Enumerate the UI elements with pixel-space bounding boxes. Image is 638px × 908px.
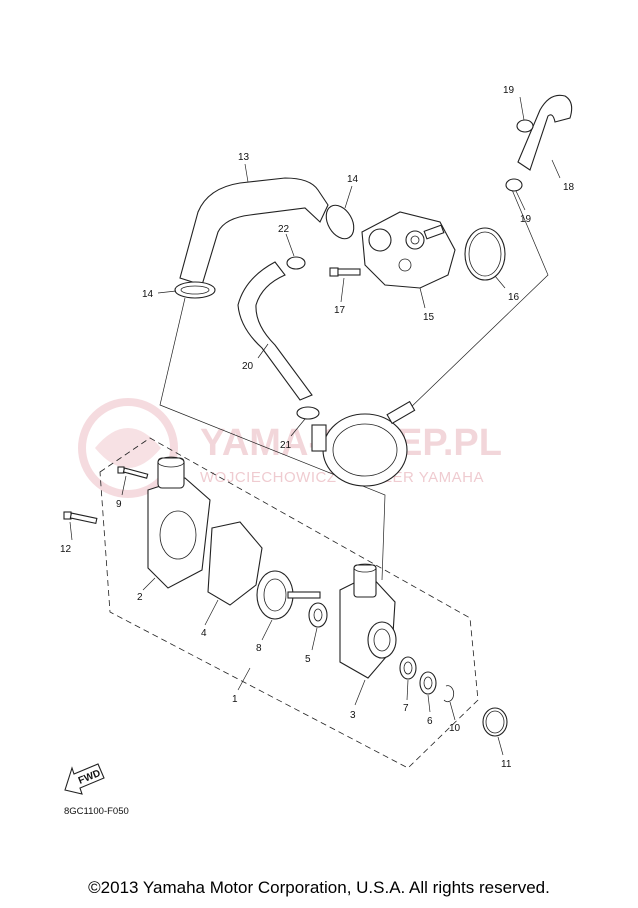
callout-21: 21 [280, 440, 292, 451]
callout-8: 8 [256, 643, 262, 654]
callout-22: 22 [278, 224, 290, 235]
callout-5: 5 [305, 654, 311, 665]
copyright-notice: ©2013 Yamaha Motor Corporation, U.S.A. A… [88, 878, 550, 897]
callout-14-left: 14 [142, 289, 154, 300]
callout-1: 1 [232, 694, 238, 705]
callout-7: 7 [403, 703, 409, 714]
callout-18: 18 [563, 182, 575, 193]
fwd-arrow-icon: FWD [64, 763, 105, 795]
clamp-22 [286, 256, 306, 270]
clamp-14-left [174, 281, 216, 299]
watermark: YAMA-SKLEP.PL WOJCIECHOWICZ - DEALER YAM… [78, 398, 502, 498]
bolt-9 [117, 466, 149, 479]
callout-11: 11 [501, 759, 512, 770]
clamp-19-upper [516, 119, 534, 133]
watermark-logo [78, 398, 178, 498]
pump-housing-3 [339, 563, 397, 679]
callout-6: 6 [427, 716, 433, 727]
bolt-12 [63, 511, 98, 524]
circlip-10 [443, 685, 455, 703]
callout-10: 10 [449, 723, 461, 734]
pump-cover-2 [147, 456, 211, 589]
bolt-17 [329, 267, 361, 277]
seal-5 [308, 602, 328, 628]
diagram-code: 8GC1100-F050 [64, 806, 129, 817]
gasket-4 [207, 521, 263, 606]
callout-19-upper: 19 [503, 85, 515, 96]
callout-20: 20 [242, 361, 254, 372]
bearing-7 [399, 656, 417, 680]
callout-17: 17 [334, 305, 346, 316]
callout-2: 2 [137, 592, 143, 603]
thermostat-cover [311, 400, 416, 487]
callout-3: 3 [350, 710, 356, 721]
leader-lines [69, 96, 561, 756]
callout-16: 16 [508, 292, 520, 303]
hose-20 [237, 261, 313, 401]
assembly-boundary [99, 437, 479, 769]
impeller-8 [256, 570, 321, 620]
callout-4: 4 [201, 628, 207, 639]
o-ring-11 [482, 707, 508, 737]
clamp-19-lower [505, 178, 523, 192]
o-ring-16 [464, 227, 506, 281]
callout-labels: 1 2 3 4 5 6 7 8 9 10 11 12 13 14 14 15 1… [60, 85, 575, 770]
callout-12: 12 [60, 544, 72, 555]
callout-14-upper: 14 [347, 174, 359, 185]
callout-13: 13 [238, 152, 250, 163]
seal-6 [419, 671, 437, 695]
hose-18 [517, 94, 573, 171]
hose-13 [179, 177, 329, 286]
hose-connection-line [159, 297, 386, 581]
outlet-connection-line [407, 184, 549, 411]
callout-15: 15 [423, 312, 435, 323]
callout-19-lower: 19 [520, 214, 532, 225]
clamp-14-upper [325, 204, 355, 240]
callout-9: 9 [116, 499, 122, 510]
clamp-21 [296, 406, 320, 420]
thermostat-housing-15 [361, 211, 456, 289]
